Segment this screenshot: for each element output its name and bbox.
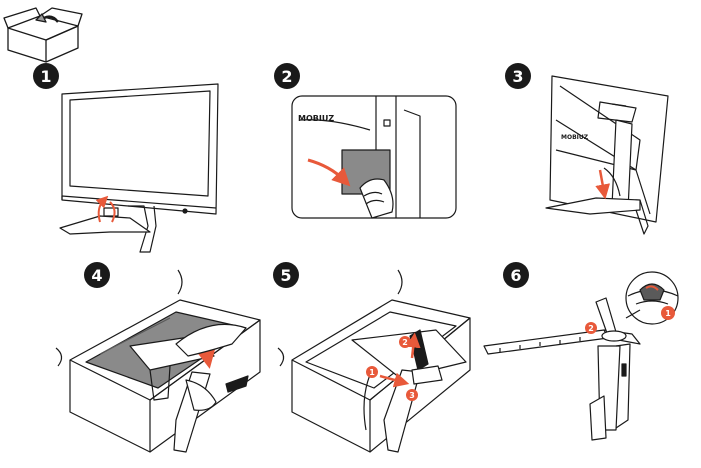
step-4-badge: 4 <box>84 262 110 288</box>
step-6-badge: 6 <box>503 262 529 288</box>
svg-text:1: 1 <box>665 309 671 318</box>
svg-text:5: 5 <box>280 266 291 285</box>
svg-text:2: 2 <box>402 338 408 347</box>
step-2-brand-label: MOBIUZ <box>298 114 334 123</box>
step-1-monitor-illustration <box>59 83 219 253</box>
step-3-badge: 3 <box>505 63 531 89</box>
svg-text:3: 3 <box>409 391 415 400</box>
step-5-box-with-stand <box>277 269 471 453</box>
step-5-sub-step-2: 2 <box>399 336 411 348</box>
step-2-badge: 2 <box>274 63 300 89</box>
svg-text:1: 1 <box>40 67 51 86</box>
step-5-sub-step-1: 1 <box>366 366 378 378</box>
step-3-brand-label: MOBIUZ <box>561 134 589 141</box>
svg-text:6: 6 <box>510 266 521 285</box>
step-5-sub-step-3: 3 <box>406 389 418 401</box>
step-6-sub-step-1: 1 <box>661 306 675 320</box>
svg-text:4: 4 <box>91 266 102 285</box>
step-5-badge: 5 <box>273 262 299 288</box>
step-6-stand-illustration <box>483 271 679 441</box>
svg-text:2: 2 <box>588 324 594 333</box>
step-2-detail-panel <box>291 95 457 219</box>
step-1-badge: 1 <box>33 63 59 89</box>
step-3-monitor-back-illustration <box>545 75 669 235</box>
svg-text:2: 2 <box>281 67 292 86</box>
step-6-sub-step-2: 2 <box>585 322 597 334</box>
svg-text:1: 1 <box>369 368 375 377</box>
step-4-box-with-monitor <box>55 269 261 453</box>
svg-text:3: 3 <box>512 67 523 86</box>
box-icon <box>3 7 83 63</box>
